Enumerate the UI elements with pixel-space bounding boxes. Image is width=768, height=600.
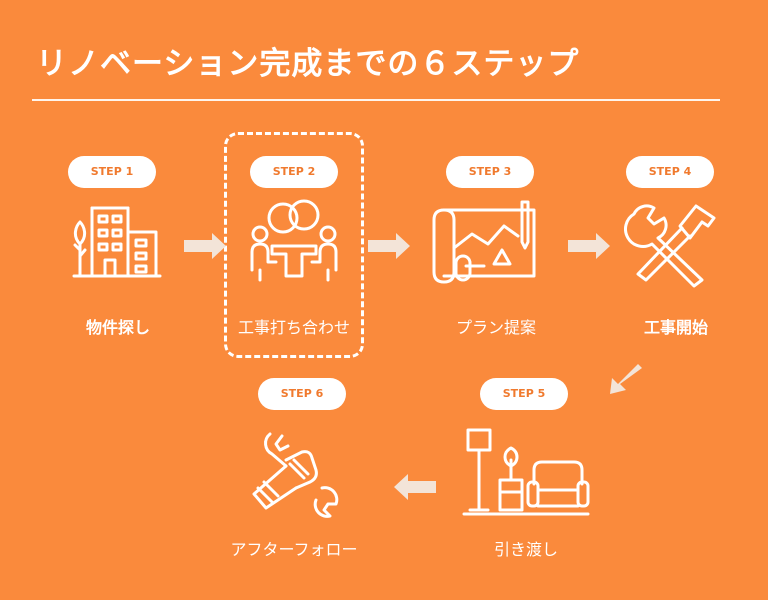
step-label-2: 工事打ち合わせ <box>237 318 350 337</box>
arrow-2-to-3 <box>368 233 410 259</box>
current-step-highlight <box>224 132 364 358</box>
step-label-5: 引き渡し <box>493 540 558 559</box>
furniture-icon <box>462 428 590 516</box>
arrow-5-to-6 <box>394 474 436 500</box>
step-label-1: 物件探し <box>85 318 150 337</box>
step-badge-2: STEP 2 <box>250 156 338 188</box>
blueprint-icon <box>432 200 536 284</box>
step-badge-4: STEP 4 <box>626 156 714 188</box>
title-divider <box>32 99 720 101</box>
step-label-4: 工事開始 <box>643 318 708 337</box>
step-badge-1: STEP 1 <box>68 156 156 188</box>
arrow-1-to-2 <box>184 233 226 259</box>
step-badge-6: STEP 6 <box>258 378 346 410</box>
step-badge-5: STEP 5 <box>480 378 568 410</box>
meeting-icon <box>250 199 338 282</box>
step-label-3: プラン提案 <box>455 318 536 337</box>
arrow-4-to-5 <box>610 364 642 394</box>
step-badge-3: STEP 3 <box>446 156 534 188</box>
step-label-6: アフターフォロー <box>230 540 358 559</box>
page-title: リノベーション完成までの６ステップ <box>36 46 580 82</box>
wrench-hand-icon <box>252 432 339 518</box>
tools-icon <box>624 204 716 288</box>
building-icon <box>72 206 162 278</box>
arrow-3-to-4 <box>568 233 610 259</box>
